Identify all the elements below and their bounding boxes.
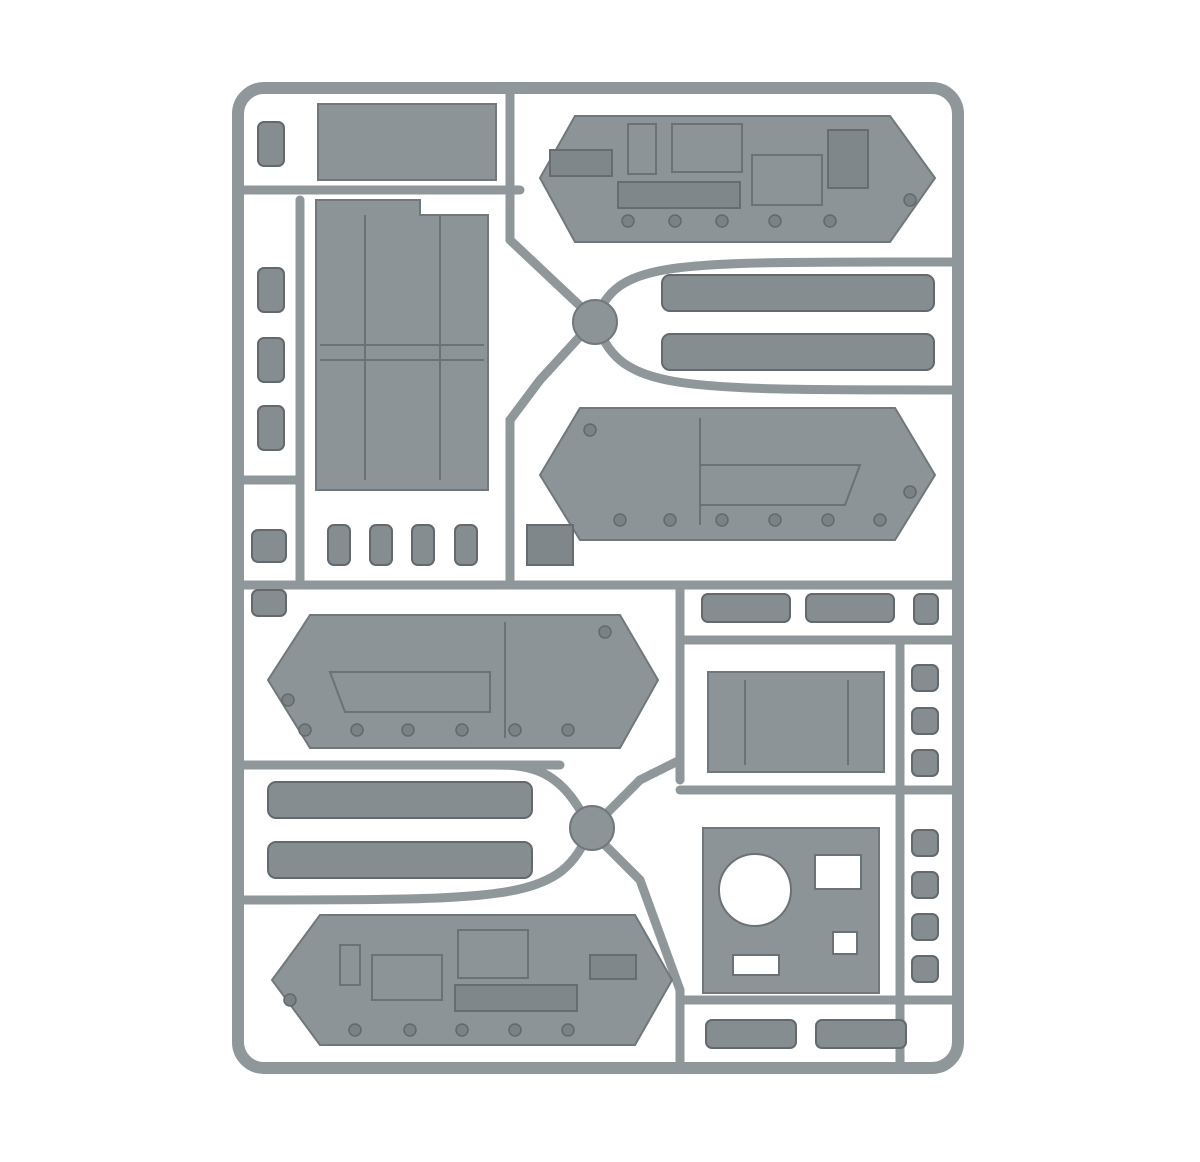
top-plate <box>317 103 497 181</box>
sprue-hub <box>569 805 615 851</box>
small-track-links <box>251 121 939 1049</box>
large-roof-plate <box>315 199 489 491</box>
hull-side-panel-plain-left <box>266 614 660 749</box>
sprue-outer-frame <box>232 82 964 1074</box>
sprue-hub <box>572 299 618 345</box>
track-strips-top <box>661 274 935 371</box>
track-strips-bottom <box>267 781 533 879</box>
door-plate <box>707 671 885 773</box>
hull-side-panel-detailed-bottom <box>270 914 674 1046</box>
front-plate-with-hole <box>702 827 880 994</box>
hull-side-panel-detailed-top <box>538 115 937 243</box>
hull-side-panel-plain-right <box>538 407 937 541</box>
